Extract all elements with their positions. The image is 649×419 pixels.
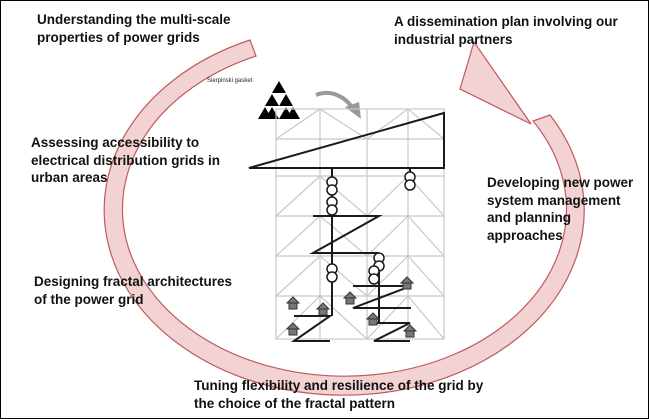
sierpinski-gasket — [258, 81, 300, 119]
label-line: industrial partners — [394, 31, 513, 47]
label-line: properties of power grids — [37, 29, 200, 45]
transformer-icon — [368, 265, 380, 285]
house-icon — [342, 291, 358, 305]
gasket-caption: Sierpinski gasket — [207, 78, 253, 84]
fractal-lattice — [275, 108, 445, 340]
house-icon — [399, 276, 415, 290]
house-icon — [365, 312, 381, 326]
label-line: approaches — [487, 227, 563, 243]
label-line: of the power grid — [34, 291, 144, 307]
label-line: system management — [487, 192, 621, 208]
label-line: urban areas — [31, 170, 108, 185]
label-line: the choice of the fractal pattern — [194, 395, 396, 411]
label-multi-scale: Understanding the multi-scale properties… — [37, 11, 231, 46]
label-management: Developing new power system management a… — [487, 174, 633, 244]
cycle-arrow-head — [459, 40, 532, 125]
house-icon — [285, 322, 301, 336]
gasket-to-grid-arrow — [315, 90, 361, 119]
label-line: Tuning flexibility and resilience of the… — [194, 378, 484, 393]
grid-wiring — [248, 111, 445, 342]
house-icon — [315, 302, 331, 316]
label-accessibility: Assessing accessibility to electrical di… — [31, 134, 220, 187]
label-fractal-architectures: Designing fractal architectures of the p… — [34, 273, 232, 308]
transformer-icon — [326, 176, 338, 196]
transformer-icon — [326, 263, 338, 283]
label-line: Understanding the multi-scale — [37, 12, 231, 27]
cycle-arrow — [103, 39, 585, 396]
house-icon — [402, 324, 418, 338]
label-line: and planning — [487, 210, 571, 225]
cycle-arrow-ring — [103, 39, 585, 396]
house-icon — [285, 296, 301, 310]
transformers — [326, 171, 416, 285]
label-dissemination: A dissemination plan involving our indus… — [394, 13, 618, 48]
label-flexibility: Tuning flexibility and resilience of the… — [194, 377, 483, 412]
transformer-icon — [373, 252, 385, 272]
label-line: Designing fractal architectures — [34, 274, 233, 289]
transformer-icon — [404, 171, 416, 191]
transformer-icon — [326, 196, 338, 216]
load-icons — [285, 276, 418, 338]
label-line: electrical distribution grids in — [31, 152, 221, 168]
label-line: A dissemination plan involving our — [394, 14, 618, 29]
label-line: Developing new power — [487, 175, 634, 190]
label-line: Assessing accessibility to — [31, 135, 200, 150]
